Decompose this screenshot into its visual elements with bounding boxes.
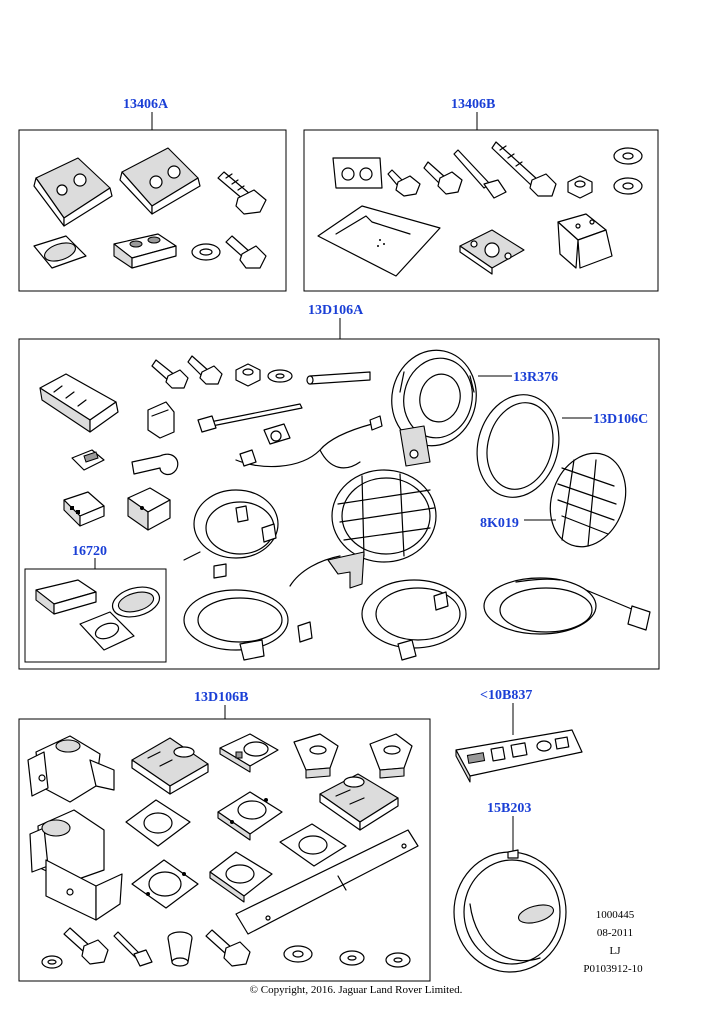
panel-13D106A: 13D106A [18, 303, 660, 670]
adhesive-pad-16720 [79, 611, 135, 651]
label-13406A[interactable]: 13406A [123, 97, 169, 112]
plate-with-ring-2 [217, 791, 283, 841]
label-13D106C[interactable]: 13D106C [593, 412, 648, 427]
bolt-13406A-1 [217, 171, 267, 215]
spacer-sleeve [167, 931, 193, 967]
spare-wheel-cover [453, 849, 567, 973]
subpanel-16720: 16720 [24, 544, 167, 663]
bolt-13D106B-2 [205, 929, 251, 967]
meta-line-1: 1000445 [596, 909, 635, 921]
document-meta: 1000445 08-2011 LJ P0103912-10 [583, 909, 643, 975]
mounting-bracket-right [119, 147, 201, 215]
subpanel-16720-frame [24, 568, 167, 663]
label-8K019[interactable]: 8K019 [480, 516, 519, 531]
badge-land-rover-small [33, 235, 87, 269]
mounting-bracket-left [33, 157, 113, 227]
bolt-13D106B-1 [63, 927, 109, 965]
bolt-13406A-2 [225, 235, 267, 269]
angle-bracket-13406B [557, 213, 613, 269]
trim-strip [235, 829, 419, 935]
copyright-notice: © Copyright, 2016. Jaguar Land Rover Lim… [250, 984, 463, 996]
panel-13406A: 13406A [18, 97, 287, 292]
plate-with-ring-1 [219, 733, 279, 773]
label-10B837[interactable]: <10B837 [480, 688, 532, 703]
badge-land-rover-16720 [111, 586, 161, 618]
gasket-plate [332, 157, 383, 189]
clip-bracket [147, 401, 175, 439]
relay [127, 487, 171, 531]
bracket-large-bottom [29, 809, 123, 921]
lamp-guard-grille [549, 452, 627, 548]
label-13D106B[interactable]: 13D106B [194, 690, 248, 705]
harness-loop-1 [183, 489, 279, 579]
part-10B837: <10B837 [455, 688, 583, 783]
panel-13D106A-frame [18, 338, 660, 670]
cover-cap-1 [293, 733, 339, 779]
base-mount-2 [319, 773, 399, 831]
label-13R376[interactable]: 13R376 [513, 370, 558, 385]
switch-panel-bezel [455, 729, 583, 783]
plate-with-ring-3 [131, 859, 199, 909]
meta-line-3: LJ [610, 945, 622, 957]
part-15B203: 15B203 [453, 801, 567, 973]
plate-with-ring-4 [209, 851, 273, 903]
connector-plug [63, 491, 105, 527]
switch-block-16720 [35, 579, 97, 615]
bracket-large-top [27, 735, 115, 803]
panel-13D106B: 13D106B [18, 690, 431, 982]
screw-13D106B [113, 931, 153, 967]
meta-line-4: P0103912-10 [583, 963, 643, 975]
label-15B203[interactable]: 15B203 [487, 801, 531, 816]
washer-13D106A [267, 369, 293, 383]
meta-line-2: 08-2011 [597, 927, 633, 939]
driving-lamp [391, 349, 477, 467]
driving-lamp-guarded [327, 469, 437, 589]
washer-13406A [191, 243, 221, 261]
label-16720[interactable]: 16720 [72, 544, 107, 559]
pad-2 [279, 823, 347, 867]
p-clip [131, 453, 179, 476]
spring-washer [41, 955, 63, 969]
label-13D106A[interactable]: 13D106A [308, 303, 364, 318]
harness-loop-2 [183, 555, 341, 661]
cable-tie [197, 403, 303, 433]
screw-13406B-long [453, 149, 507, 199]
washers-13406B [613, 147, 643, 195]
nut-13D106A [235, 363, 261, 387]
bolt-13406B-short [387, 169, 421, 197]
fuse [71, 449, 105, 471]
base-plate-13406B [459, 229, 525, 275]
washers-13D106B [283, 945, 411, 968]
switch-block-13406A [113, 233, 177, 269]
lamp-lens-ring [476, 394, 560, 498]
cover-cap-2 [369, 733, 413, 779]
pad-1 [125, 799, 191, 847]
pin-rod [306, 371, 371, 385]
label-13406B[interactable]: 13406B [451, 97, 495, 112]
switch-harness-small [235, 415, 383, 469]
wiring-connector-block [39, 373, 119, 433]
bolts-13D106A [151, 355, 223, 389]
panel-13406B-frame [303, 129, 659, 292]
harness-loop-4 [483, 577, 651, 635]
template-sheet [317, 205, 441, 277]
bolt-13406B-long [491, 141, 557, 197]
harness-loop-3 [361, 579, 467, 661]
panel-13406B: 13406B [303, 97, 659, 292]
base-mount-1 [131, 737, 209, 795]
nut-13406B [567, 175, 593, 199]
bolt-13406B-medium [423, 161, 463, 195]
